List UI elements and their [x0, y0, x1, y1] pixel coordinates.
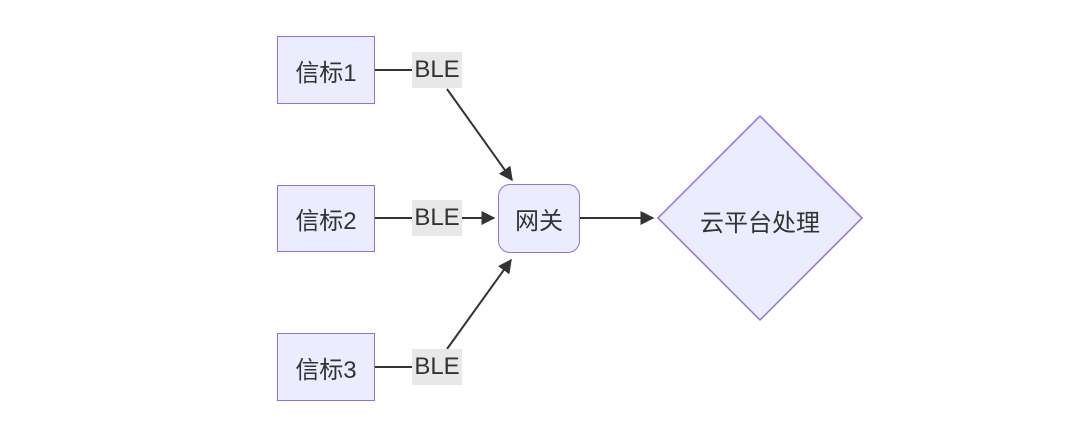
node-cloud-label: 云平台处理	[700, 210, 820, 237]
edge-ble3-gateway-segment	[446, 258, 512, 350]
edge-label-ble1: BLE	[412, 52, 462, 88]
edge-label-ble3: BLE	[412, 349, 462, 385]
edge-label-ble1-text: BLE	[414, 56, 460, 83]
node-beacon1-label: 信标1	[295, 59, 357, 87]
node-beacon3-label: 信标3	[295, 356, 357, 384]
node-cloud-diamond-shape	[656, 114, 864, 322]
edge-label-ble2: BLE	[412, 200, 462, 236]
node-beacon2: 信标2	[277, 185, 375, 252]
edge-ble1-gateway-segment	[446, 88, 513, 182]
node-gateway-label: 网关	[515, 208, 563, 235]
node-beacon3: 信标3	[277, 333, 375, 401]
node-gateway: 网关	[498, 184, 580, 253]
edge-label-ble2-text: BLE	[414, 204, 460, 231]
edge-label-ble3-text: BLE	[414, 353, 460, 380]
node-beacon2-label: 信标2	[295, 208, 357, 235]
node-beacon1: 信标1	[277, 36, 375, 104]
